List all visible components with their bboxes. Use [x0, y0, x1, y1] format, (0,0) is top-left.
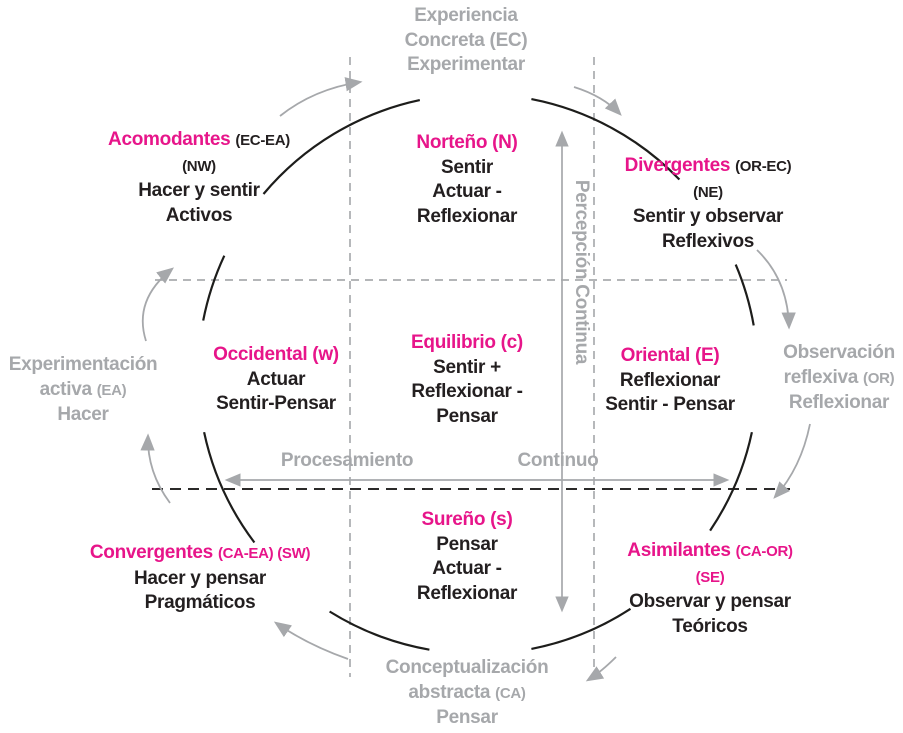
label-line: Equilibrio (c): [411, 332, 523, 353]
label-line: Hacer: [57, 404, 109, 425]
label-line: Pensar: [436, 533, 498, 555]
cycle-arc-wnw: [202, 255, 226, 321]
cycle-arc-wsw: [203, 431, 256, 544]
label-line: abstracta (CA): [408, 681, 526, 703]
cycle-arc-nne: [531, 98, 681, 181]
flow-arrow-s-to-sw-icon: [273, 621, 349, 660]
cycle-arc-sse: [531, 607, 632, 650]
style-equilibrio: Equilibrio (c) Sentir + Reflexionar - Pensa…: [411, 331, 523, 429]
cycle-arc-ese: [709, 431, 753, 532]
cycle-arc-ssw: [329, 610, 430, 651]
label-line: Convergentes (CA-EA) (SW): [89, 542, 311, 563]
flow-arrow-se-to-s-icon: [585, 656, 617, 682]
label-line: Pensar: [436, 707, 498, 728]
flow-arrow-e-to-se-icon: [773, 423, 811, 499]
flow-arrow-w-to-nw-icon: [141, 267, 175, 342]
label-line: Sentir +: [433, 356, 501, 378]
label-line: Actuar -: [432, 181, 502, 202]
learning-cycle-circle: [202, 98, 755, 651]
label-line: Teóricos: [672, 615, 748, 637]
label-line: Acomodantes (EC-EA): [108, 129, 290, 150]
label-line: Norteño (N): [416, 132, 518, 153]
label-line: Pragmáticos: [144, 592, 256, 613]
label-line: Hacer y pensar: [133, 567, 267, 589]
label-line: Experimentar: [407, 54, 525, 75]
cycle-arc-nnw: [262, 99, 421, 195]
label-line: Pensar: [436, 405, 498, 427]
flow-arrow-nw-to-n-icon: [279, 77, 363, 117]
label-line: Occidental (w): [213, 344, 339, 365]
label-line: Sentir - Pensar: [605, 394, 735, 415]
label-observacion-reflexiva: Observación reflexiva (OR) Reflexionar: [783, 341, 895, 416]
label-line: Reflexionar: [416, 205, 518, 227]
style-divergentes: Divergentes (OR-EC) (NE) Sentir y observar…: [625, 154, 792, 254]
flow-arrow-ne-to-e-icon: [756, 249, 796, 330]
processing-axis-label-right: Continuo: [517, 450, 599, 471]
label-line: Concreta (EC): [404, 29, 528, 51]
label-line: Actuar: [246, 368, 306, 390]
label-line: Experimentación: [8, 354, 158, 375]
label-experimentacion-activa: Experimentación activa (EA) Hacer: [9, 353, 158, 428]
label-line: Observación: [783, 342, 895, 363]
label-line: activa (EA): [39, 378, 127, 400]
processing-axis-label-left: Procesamiento: [280, 450, 414, 471]
label-line: (NW): [182, 157, 216, 175]
flow-arrow-n-to-ne-icon: [573, 86, 622, 116]
flow-arrow-sw-to-w-icon: [140, 433, 171, 504]
label-line: Observar y pensar: [629, 591, 791, 612]
cycle-flow-arrows: [140, 77, 811, 682]
label-line: Sureño (s): [421, 509, 513, 530]
label-line: (SE): [695, 568, 725, 586]
label-line: Hacer y sentir: [138, 180, 260, 201]
label-line: Reflexionar: [416, 582, 518, 604]
label-conceptualizacion-abstracta: Conceptualización abstracta (CA) Pensar: [386, 656, 549, 731]
label-line: Oriental (E): [620, 345, 720, 366]
perception-axis-label: Percepción Continua: [571, 179, 592, 365]
label-line: Experiencia: [414, 5, 518, 26]
label-line: (NE): [693, 183, 723, 201]
label-line: Activos: [165, 204, 233, 226]
label-line: Reflexionar: [788, 392, 890, 413]
label-line: reflexiva (OR): [783, 366, 895, 388]
cycle-arc-ene: [734, 264, 755, 326]
style-asimilantes: Asimilantes (CA-OR) (SE) Observar y pensar…: [627, 539, 793, 639]
label-line: Reflexionar -: [411, 381, 523, 402]
label-line: Sentir: [440, 156, 494, 178]
label-line: Actuar -: [432, 558, 502, 579]
label-line: Asimilantes (CA-OR): [627, 540, 793, 561]
label-line: Reflexionar: [619, 369, 721, 391]
label-line: Conceptualización: [385, 657, 549, 678]
label-line: Sentir-Pensar: [216, 393, 336, 414]
label-line: Divergentes (OR-EC): [624, 155, 792, 176]
label-line: Reflexivos: [661, 230, 755, 252]
label-line: Sentir y observar: [632, 206, 784, 227]
